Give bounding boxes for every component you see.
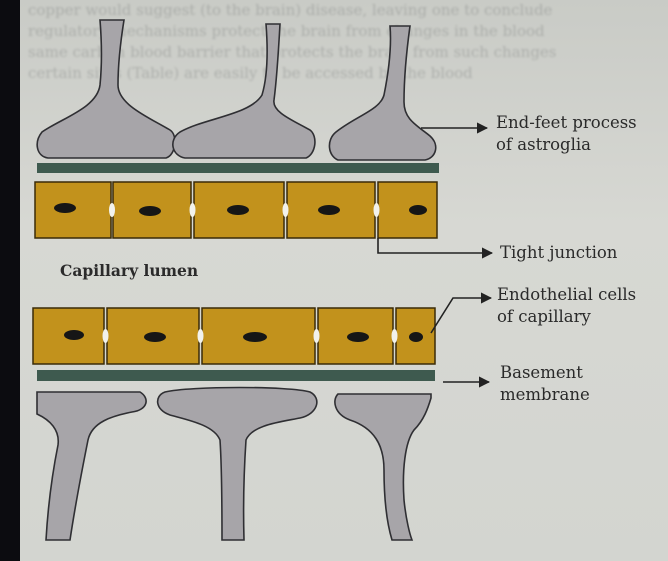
lower-endothelial-row [33,308,435,364]
endothelial-cell [378,182,437,238]
endfoot-upper-3 [329,26,435,160]
endfoot-upper-1 [37,20,175,158]
endfoot-lower-1 [37,392,146,540]
arrow-endothelial [431,298,491,333]
upper-endothelial-row [35,182,437,238]
label-endothelial-line1: Endothelial cells [497,284,636,306]
lower-endfeet [37,388,431,541]
upper-basement-membrane [37,163,439,173]
label-tight-junction: Tight junction [500,242,617,264]
label-endfeet-line1: End-feet process [496,112,637,134]
label-endothelial-line2: of capillary [497,306,636,328]
label-basement-line1: Basement [500,362,590,384]
label-endfeet-line2: of astroglia [496,134,637,156]
label-endfeet-process: End-feet process of astroglia [496,112,637,156]
endfoot-upper-2 [173,24,315,158]
endfoot-lower-3 [335,394,431,540]
label-capillary-lumen: Capillary lumen [60,260,198,282]
endfoot-lower-2 [158,388,317,541]
label-endothelial-cells: Endothelial cells of capillary [497,284,636,328]
label-basement-membrane: Basement membrane [500,362,590,406]
arrow-tight-junction [378,238,492,253]
label-basement-line2: membrane [500,384,590,406]
lower-basement-membrane [37,370,435,381]
upper-endfeet [37,20,436,160]
